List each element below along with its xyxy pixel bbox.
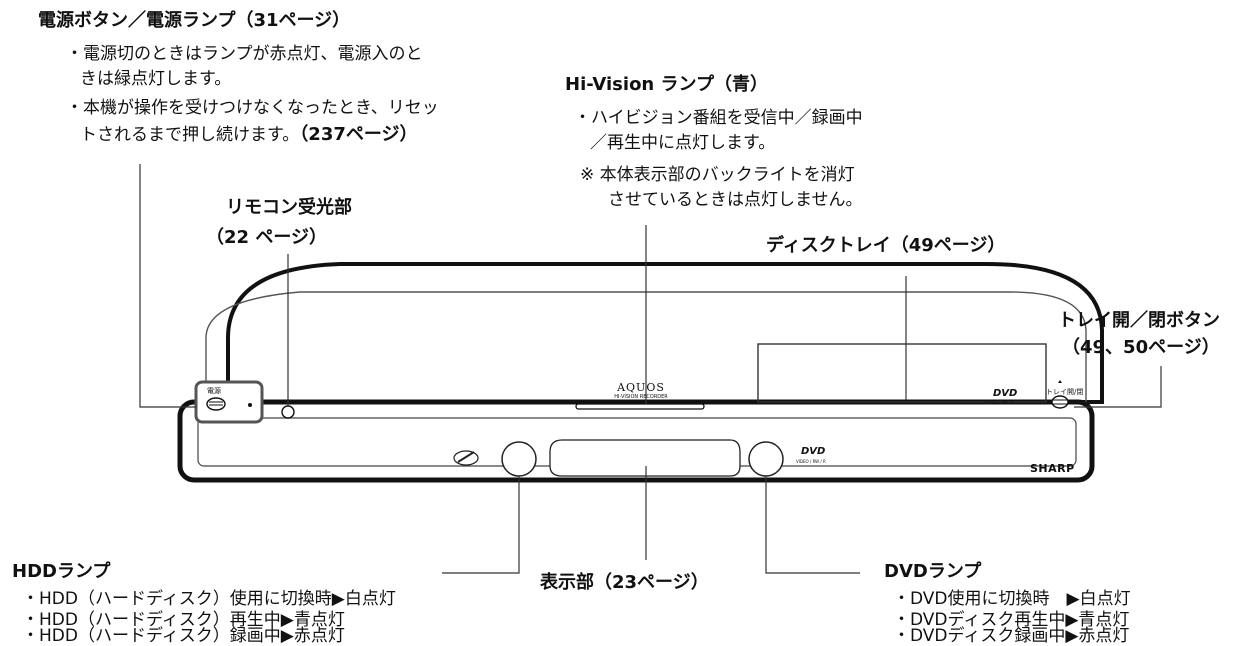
hdd-line-2: ・HDD（ハードディスク）再生中▶青点灯 (22, 610, 345, 630)
dvd-logo-top-sub: VIDEO / RW / R (985, 400, 1015, 405)
power-ref: （237ページ） (299, 124, 418, 145)
dvd-logo-top: DVD (993, 388, 1018, 399)
tray-button-ref: （49、50ページ） (1062, 337, 1220, 358)
dvd-line-2: ・DVDディスク再生中▶青点灯 (893, 610, 1130, 630)
hivision-line-3: ※ 本体表示部のバックライトを消灯 (580, 165, 855, 185)
recorder-top-outline (226, 261, 1104, 404)
hivision-title: Hi-Vision ランプ（青） (565, 74, 768, 95)
tray-button-label: トレイ開/閉 (1046, 388, 1084, 396)
dvd-line-3: ・DVDディスク録画中▶赤点灯 (893, 626, 1130, 646)
power-line-2: きは緑点灯します。 (80, 69, 232, 89)
tray-button-title: トレイ開／閉ボタン (1058, 310, 1220, 331)
dvd-lamp (748, 441, 784, 477)
power-title: 電源ボタン／電源ランプ（31ページ） (38, 10, 351, 31)
power-button-frame (194, 380, 264, 424)
hivision-line-1: ・ハイビジョン番組を受信中／録画中 (574, 108, 863, 128)
hdd-logo-icon (453, 450, 479, 466)
remote-sensor (281, 405, 295, 419)
power-lamp (248, 403, 252, 407)
hivision-line-4: させているときは点灯しません。 (608, 190, 863, 210)
brand-logo: SHARP (1030, 462, 1075, 475)
power-line-1: ・電源切のときはランプが赤点灯、電源入のと (66, 44, 423, 64)
dvd-logo-front: DVD (801, 446, 826, 457)
hivision-line-2: ／再生中に点灯します。 (590, 133, 776, 153)
display-panel (549, 439, 741, 477)
power-line-3: ・本機が操作を受けつけなくなったとき、リセッ (66, 98, 439, 118)
hdd-line-1: ・HDD（ハードディスク）使用に切換時▶白点灯 (22, 589, 396, 609)
hdd-line-3: ・HDD（ハードディスク）録画中▶赤点灯 (22, 626, 345, 646)
model-name: AQUOS (617, 381, 665, 394)
power-button (206, 397, 226, 411)
power-line-4-text: トされるまで押し続けます。 (80, 125, 300, 145)
power-line-4: トされるまで押し続けます。（237ページ） (80, 122, 418, 148)
tray-button (1051, 395, 1069, 409)
model-subtitle: HI-VISION RECORDER (614, 394, 668, 400)
leader-lines (139, 164, 1162, 574)
hdd-lamp (501, 441, 537, 477)
tray-title: ディスクトレイ（49ページ） (766, 235, 1006, 256)
remote-ref: （22 ページ） (206, 227, 327, 248)
dvd-logo-front-sub: VIDEO / RW / R (796, 459, 826, 464)
dvd-title: DVDランプ (884, 561, 982, 582)
hdd-title: HDDランプ (12, 561, 111, 582)
dvd-line-1: ・DVD使用に切換時 ▶白点灯 (893, 589, 1131, 609)
disc-tray (757, 343, 1047, 403)
remote-title: リモコン受光部 (226, 197, 352, 218)
power-label: 電源 (207, 387, 221, 395)
display-title: 表示部（23ページ） (540, 572, 709, 593)
hivision-lamp (575, 403, 705, 410)
